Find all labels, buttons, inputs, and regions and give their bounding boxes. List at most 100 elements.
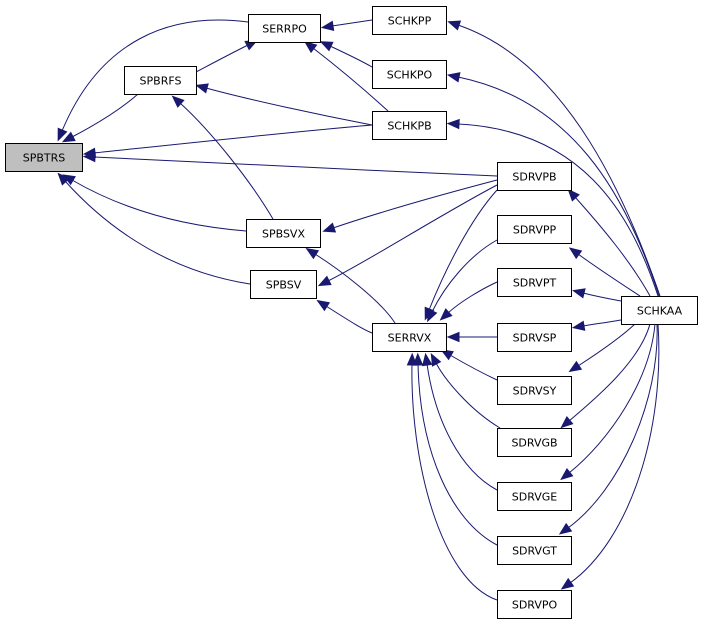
arrowhead-icon — [319, 41, 334, 52]
edge-line — [457, 24, 661, 297]
edge-line — [329, 45, 373, 68]
edge-line — [325, 305, 373, 334]
edge-line — [457, 76, 660, 297]
edge-spbsvx-to-spbrfs — [171, 95, 274, 220]
edge-line — [64, 180, 251, 285]
node-sdrvsp[interactable]: SDRVSP — [497, 323, 572, 352]
node-box[interactable] — [497, 215, 572, 244]
nodes-layer: SPBTRS SERRPO SPBRFS SCHKPP SCHKPO SCHKPB SDRV… — [5, 6, 698, 619]
node-spbrfs[interactable]: SPBRFS — [124, 66, 197, 95]
node-schkpb[interactable]: SCHKPB — [372, 111, 447, 140]
node-label: SDRVGB — [511, 437, 557, 450]
edge-line — [93, 124, 373, 154]
node-sdrvgt[interactable]: SDRVGT — [497, 536, 572, 565]
node-label: SDRVPT — [513, 277, 557, 290]
node-box[interactable] — [248, 14, 321, 43]
node-spbsv[interactable]: SPBSV — [250, 270, 317, 299]
edge-sdrvsy-to-serrvx — [440, 349, 498, 381]
arrowhead-icon — [440, 349, 454, 361]
edge-line — [568, 323, 656, 474]
arrowhead-icon — [439, 308, 453, 321]
node-box[interactable] — [497, 428, 572, 457]
node-sdrvsy[interactable]: SDRVSY — [497, 376, 572, 405]
edge-sdrvpt-to-serrvx — [439, 281, 498, 321]
node-box[interactable] — [5, 143, 83, 172]
node-label: SDRVSP — [513, 332, 557, 345]
node-label: SDRVPB — [512, 171, 556, 184]
arrowhead-icon — [567, 188, 580, 202]
edge-line — [314, 253, 396, 324]
node-label: SCHKAA — [637, 305, 683, 318]
node-box[interactable] — [246, 219, 321, 248]
node-schkpp[interactable]: SCHKPP — [372, 6, 447, 35]
arrowhead-icon — [560, 577, 575, 590]
node-sdrvpo[interactable]: SDRVPO — [497, 590, 572, 619]
node-schkpo[interactable]: SCHKPO — [372, 60, 447, 89]
node-sdrvgb[interactable]: SDRVGB — [497, 428, 572, 457]
node-box[interactable] — [497, 323, 572, 352]
arrowhead-icon — [568, 247, 583, 260]
arrowhead-icon — [57, 127, 68, 142]
node-label: SPBSVX — [262, 228, 305, 241]
arrowhead-icon — [447, 20, 462, 31]
edge-sdrvpo-to-serrvx — [406, 352, 498, 601]
edge-sdrvpb-to-spbtrs — [82, 151, 498, 177]
edge-line — [71, 93, 139, 138]
edge-sdrvpb-to-serrvx — [424, 189, 498, 321]
node-serrpo[interactable]: SERRPO — [248, 14, 321, 43]
node-schkaa[interactable]: SCHKAA — [621, 296, 698, 325]
node-box[interactable] — [497, 590, 572, 619]
edge-schkaa-to-schkpp — [447, 20, 661, 297]
node-sdrvge[interactable]: SDRVGE — [497, 482, 572, 511]
edge-line — [435, 362, 501, 429]
edge-line — [582, 319, 622, 327]
edge-sdrvsp-to-serrvx — [446, 331, 497, 343]
node-box[interactable] — [372, 6, 447, 35]
node-box[interactable] — [250, 270, 317, 299]
node-label: SPBTRS — [23, 152, 66, 165]
node-serrvx[interactable]: SERRVX — [372, 323, 447, 352]
arrowhead-icon — [560, 467, 574, 481]
edge-line — [61, 19, 249, 132]
edge-line — [205, 87, 373, 126]
node-label: SCHKPB — [387, 120, 431, 133]
edge-schkaa-to-sdrvgb — [560, 323, 651, 429]
node-box[interactable] — [372, 111, 447, 140]
node-sdrvpb[interactable]: SDRVPB — [497, 162, 572, 191]
edges-layer — [57, 19, 661, 601]
edge-line — [195, 44, 249, 73]
node-spbsvx[interactable]: SPBSVX — [246, 219, 321, 248]
node-sdrvpt[interactable]: SDRVPT — [497, 268, 572, 297]
edge-line — [411, 363, 498, 601]
edge-schkaa-to-sdrvpp — [568, 247, 641, 297]
node-box[interactable] — [124, 66, 197, 95]
node-box[interactable] — [497, 376, 572, 405]
node-label: SDRVGT — [512, 545, 557, 558]
node-label: SDRVPO — [512, 599, 558, 612]
arrowhead-icon — [406, 352, 418, 366]
node-box[interactable] — [372, 323, 447, 352]
node-label: SDRVSY — [513, 385, 557, 398]
arrowhead-icon — [422, 352, 433, 367]
arrowhead-icon — [446, 118, 460, 130]
node-box[interactable] — [621, 296, 698, 325]
edge-schkpb-to-serrpo — [304, 41, 389, 112]
node-box[interactable] — [497, 162, 572, 191]
edge-line — [428, 189, 498, 311]
node-box[interactable] — [372, 60, 447, 89]
edge-schkpb-to-spbtrs — [82, 124, 373, 159]
arrowhead-icon — [304, 41, 318, 54]
arrowhead-icon — [317, 275, 332, 287]
edge-line — [431, 239, 498, 313]
node-box[interactable] — [497, 268, 572, 297]
node-spbtrs[interactable]: SPBTRS — [5, 143, 83, 172]
edge-sdrvpb-to-spbsvx — [322, 179, 498, 233]
edge-schkaa-to-sdrvgt — [558, 323, 658, 535]
node-sdrvpp[interactable]: SDRVPP — [497, 215, 572, 244]
edge-sdrvgt-to-serrvx — [412, 352, 498, 546]
edge-schkpp-to-serrpo — [320, 19, 373, 31]
edge-schkaa-to-sdrvsp — [571, 319, 622, 331]
node-box[interactable] — [497, 536, 572, 565]
node-box[interactable] — [497, 482, 572, 511]
edge-line — [447, 281, 498, 314]
